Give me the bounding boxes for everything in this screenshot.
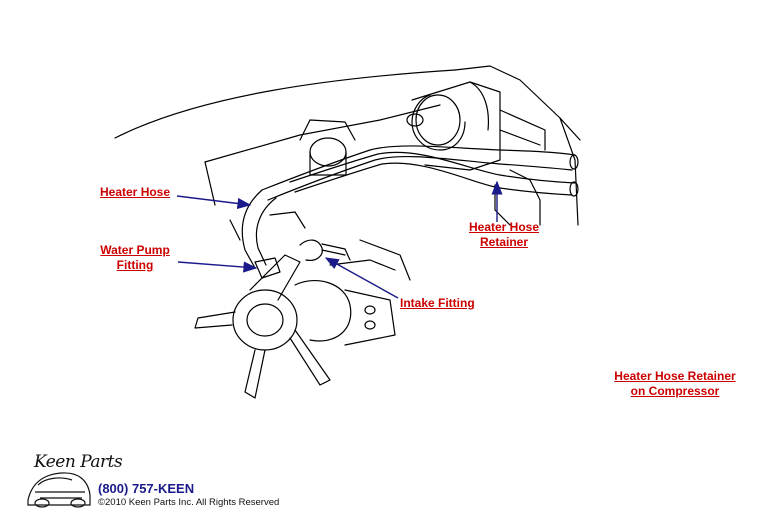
- footer-copyright: ©2010 Keen Parts Inc. All Rights Reserve…: [98, 497, 280, 508]
- label-heater-hose-retainer[interactable]: Heater Hose Retainer: [464, 220, 544, 250]
- label-intake-fitting[interactable]: Intake Fitting: [400, 296, 475, 310]
- label-water-pump-fitting-line1[interactable]: Water Pump: [100, 243, 170, 257]
- label-heater-hose-retainer-on-compressor[interactable]: Heater Hose Retainer on Compressor: [610, 369, 740, 399]
- footer-phone: (800) 757-KEEN: [98, 481, 195, 496]
- keen-parts-logo-car: [27, 472, 91, 508]
- label-heater-hose-retainer-line2[interactable]: Retainer: [479, 235, 529, 249]
- label-retainer-on-compressor-line1[interactable]: Heater Hose Retainer: [614, 369, 736, 383]
- label-heater-hose-retainer-line1[interactable]: Heater Hose: [468, 220, 540, 234]
- arrow-intake-fitting: [324, 257, 399, 299]
- label-water-pump-fitting-line2[interactable]: Fitting: [116, 258, 154, 272]
- arrow-heater-hose: [176, 195, 252, 210]
- keen-parts-logo-text: Keen Parts: [34, 452, 123, 472]
- callout-arrows: [176, 180, 503, 299]
- label-heater-hose[interactable]: Heater Hose: [100, 185, 171, 199]
- label-water-pump-fitting[interactable]: Water Pump Fitting: [96, 243, 174, 273]
- label-retainer-on-compressor-line2[interactable]: on Compressor: [630, 384, 720, 398]
- arrow-water-pump-fitting: [177, 261, 258, 273]
